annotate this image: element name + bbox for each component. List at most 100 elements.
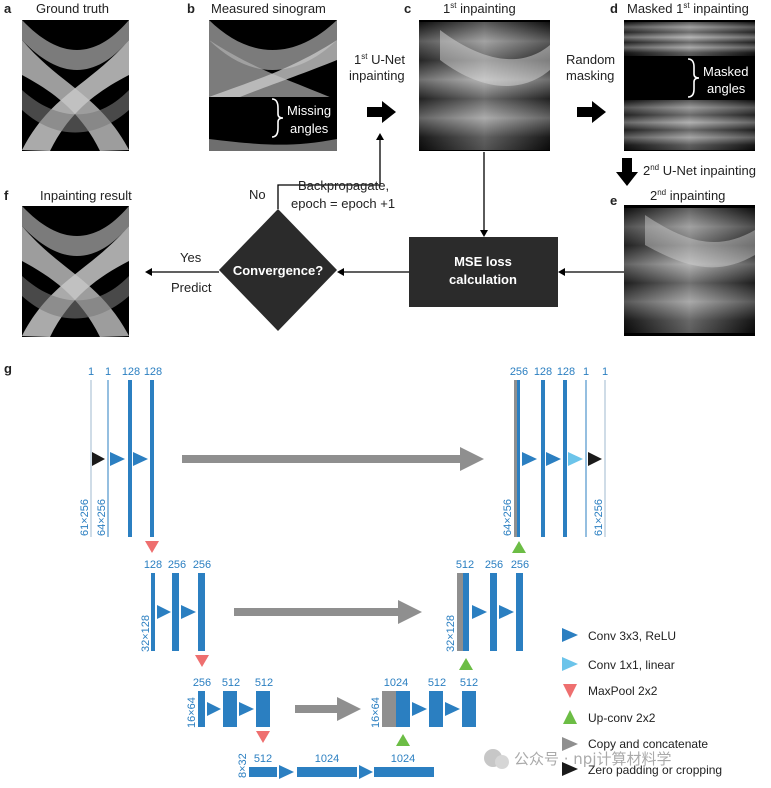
predict-label: Predict xyxy=(171,280,212,295)
svg-text:512: 512 xyxy=(254,753,272,765)
skip-level3 xyxy=(295,697,361,721)
mse-label-1: MSE loss xyxy=(454,254,512,269)
panel-letter-f: f xyxy=(4,188,9,203)
svg-text:128: 128 xyxy=(534,366,552,378)
svg-text:61×256: 61×256 xyxy=(79,499,91,536)
backprop-label-2: epoch = epoch +1 xyxy=(291,196,395,211)
unet1-arrow xyxy=(367,101,396,123)
skip-level1 xyxy=(182,447,484,471)
svg-text:512: 512 xyxy=(456,559,474,571)
random-masking-arrow xyxy=(577,101,606,123)
svg-text:Conv 3x3, ReLU: Conv 3x3, ReLU xyxy=(588,629,676,643)
svg-text:256: 256 xyxy=(485,559,503,571)
mse-label-2: calculation xyxy=(449,272,517,287)
ground-truth-image xyxy=(22,20,129,151)
svg-text:1: 1 xyxy=(105,366,111,378)
panel-e: 2nd inpainting e xyxy=(610,188,755,336)
unet1-arrow-group: 1st U-Net inpainting xyxy=(349,52,405,123)
first-inpainting-image xyxy=(419,20,550,151)
legend-item-maxpool: MaxPool 2x2 xyxy=(563,684,658,698)
svg-text:32×128: 32×128 xyxy=(445,615,457,652)
masked-angles-label-2: angles xyxy=(707,81,746,96)
random-masking-label-2: masking xyxy=(566,68,614,83)
inpainting-result-image xyxy=(22,206,129,337)
panel-a: a Ground truth xyxy=(4,1,129,151)
panel-title-c: 1st inpainting xyxy=(443,1,516,16)
panel-letter-a: a xyxy=(4,1,12,16)
watermark: 公众号 · npj计算材料学 xyxy=(484,749,672,769)
svg-text:512: 512 xyxy=(222,677,240,689)
legend-item-conv1x1: Conv 1x1, linear xyxy=(562,657,675,672)
svg-text:128: 128 xyxy=(122,366,140,378)
unet2-arrow xyxy=(616,158,638,186)
legend-item-conv3x3: Conv 3x3, ReLU xyxy=(562,628,676,643)
legend-item-copy-concatenate: Copy and concatenate xyxy=(562,737,708,751)
masked-inpainting-image xyxy=(624,20,755,151)
unet-level3-decoder: 1024 512 512 16×64 xyxy=(370,677,478,746)
missing-angles-label-2: angles xyxy=(290,121,329,136)
masked-angles-label-1: Masked xyxy=(703,64,749,79)
watermark-text: 公众号 · npj计算材料学 xyxy=(514,750,672,768)
random-masking-label-1: Random xyxy=(566,52,615,67)
missing-angles-label-1: Missing xyxy=(287,103,331,118)
yes-label: Yes xyxy=(180,250,202,265)
svg-text:256: 256 xyxy=(510,366,528,378)
svg-text:32×128: 32×128 xyxy=(140,615,152,652)
svg-text:Conv 1x1, linear: Conv 1x1, linear xyxy=(588,658,675,672)
legend: Conv 3x3, ReLU Conv 1x1, linear MaxPool … xyxy=(562,628,722,777)
panel-title-f: Inpainting result xyxy=(40,188,132,203)
legend-item-zero-padding: Zero padding or cropping xyxy=(562,762,722,777)
svg-text:128: 128 xyxy=(144,366,162,378)
svg-text:256: 256 xyxy=(168,559,186,571)
mse-loss-box: MSE loss calculation xyxy=(409,237,558,307)
svg-text:512: 512 xyxy=(255,677,273,689)
svg-text:64×256: 64×256 xyxy=(502,499,514,536)
flow-connectors xyxy=(145,133,624,276)
panel-title-d: Masked 1st inpainting xyxy=(627,1,749,16)
second-inpainting-image xyxy=(624,205,755,336)
unet-level2-decoder: 512 256 256 32×128 xyxy=(445,559,529,670)
panel-d: d Masked 1st inpainting Masked angles xyxy=(610,1,755,151)
svg-text:Up-conv 2x2: Up-conv 2x2 xyxy=(588,711,656,725)
backprop-label-1: Backpropagate, xyxy=(298,178,389,193)
unet2-arrow-group: 2nd U-Net inpainting xyxy=(616,158,756,186)
svg-text:Zero padding or cropping: Zero padding or cropping xyxy=(588,763,722,777)
panel-letter-g: g xyxy=(4,361,12,376)
skip-level2 xyxy=(234,600,422,624)
unet-level1-decoder: 256 128 128 1 1 64×256 61×256 xyxy=(502,366,608,553)
svg-text:128: 128 xyxy=(144,559,162,571)
svg-text:1: 1 xyxy=(88,366,94,378)
missing-angles-bracket xyxy=(271,98,284,138)
panel-f: f Inpainting result xyxy=(4,188,132,337)
unet2-label: 2nd U-Net inpainting xyxy=(643,163,756,178)
svg-text:1024: 1024 xyxy=(384,677,408,689)
unet1-label-line2: inpainting xyxy=(349,68,405,83)
svg-text:Copy and concatenate: Copy and concatenate xyxy=(588,737,708,751)
convergence-label: Convergence? xyxy=(233,263,323,278)
svg-text:256: 256 xyxy=(511,559,529,571)
unet-level4-bottleneck: 512 1024 1024 8×32 xyxy=(237,753,434,779)
unet-level2-encoder: 128 256 256 32×128 xyxy=(140,559,211,667)
unet1-label: 1st U-Net xyxy=(354,52,405,67)
svg-text:16×64: 16×64 xyxy=(186,697,198,728)
panel-letter-b: b xyxy=(187,1,195,16)
backprop-line xyxy=(277,138,381,209)
panel-title-a: Ground truth xyxy=(36,1,109,16)
panel-title-b: Measured sinogram xyxy=(211,1,326,16)
masked-angles-bracket xyxy=(687,58,700,98)
svg-text:256: 256 xyxy=(193,677,211,689)
random-masking-arrow-group: Random masking xyxy=(566,52,615,123)
panel-c: c 1st inpainting xyxy=(404,1,550,151)
svg-text:64×256: 64×256 xyxy=(96,499,108,536)
measured-sinogram-image xyxy=(209,20,337,151)
legend-item-upconv: Up-conv 2x2 xyxy=(563,710,656,725)
unet-level3-encoder: 256 512 512 16×64 xyxy=(186,677,273,743)
panel-letter-c: c xyxy=(404,1,411,16)
svg-text:1: 1 xyxy=(583,366,589,378)
panel-letter-e: e xyxy=(610,193,617,208)
panel-letter-d: d xyxy=(610,1,618,16)
convergence-diamond: Convergence? xyxy=(219,209,337,331)
panel-title-e: 2nd inpainting xyxy=(650,188,725,203)
svg-text:1024: 1024 xyxy=(391,753,415,765)
